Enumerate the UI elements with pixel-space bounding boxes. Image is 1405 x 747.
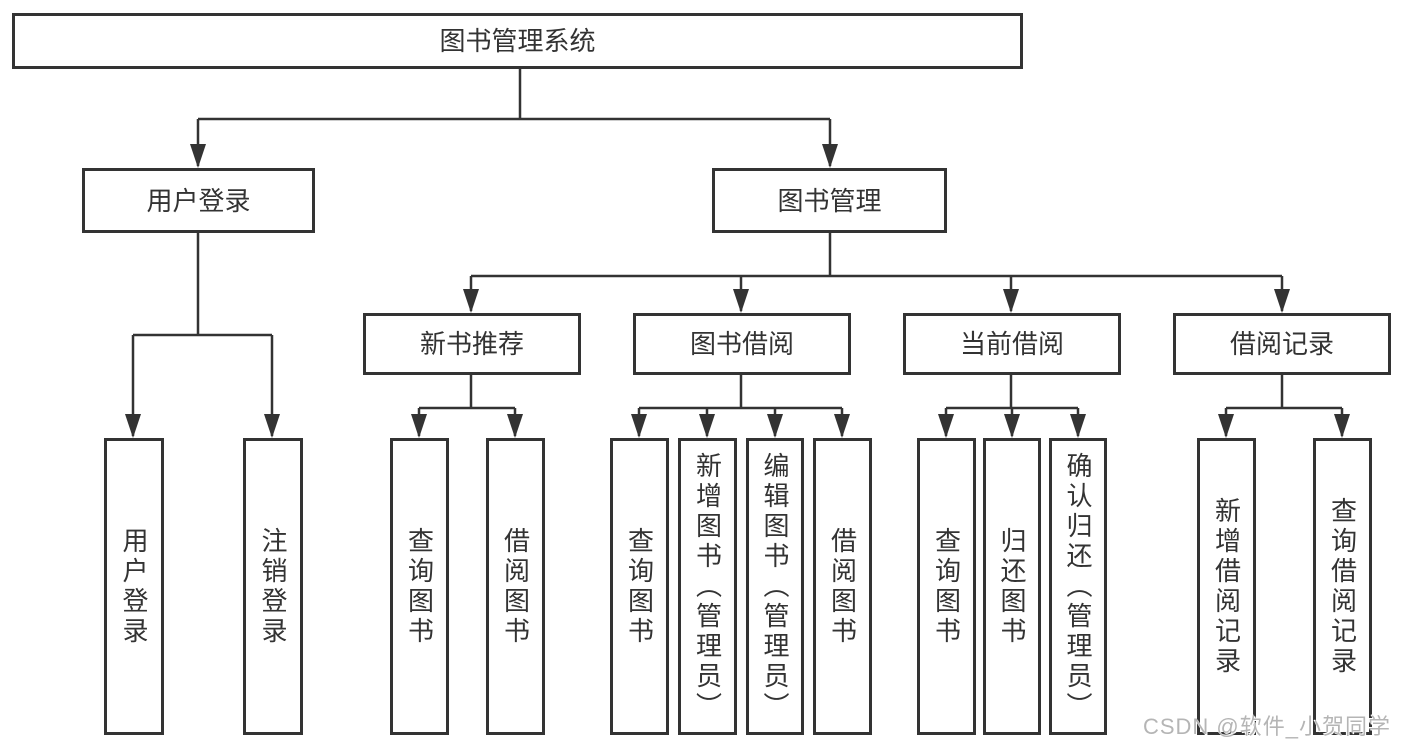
node-query-books-borrow: 查询图书 — [610, 438, 669, 735]
node-confirm-return-admin: 确认归还（管理员） — [1049, 438, 1107, 735]
node-query-books-current: 查询图书 — [917, 438, 976, 735]
node-return-book: 归还图书 — [983, 438, 1041, 735]
node-borrow-books-recommend: 借阅图书 — [486, 438, 545, 735]
node-logout: 注销登录 — [243, 438, 303, 735]
node-user-login-leaf: 用户登录 — [104, 438, 164, 735]
watermark: CSDN @软件_小贺同学 — [1142, 714, 1391, 739]
node-edit-book-admin: 编辑图书（管理员） — [746, 438, 804, 735]
node-current-borrow: 当前借阅 — [903, 313, 1121, 375]
node-add-borrow-record: 新增借阅记录 — [1197, 438, 1256, 735]
node-add-book-admin: 新增图书（管理员） — [678, 438, 737, 735]
node-query-books-recommend: 查询图书 — [390, 438, 449, 735]
node-new-book-recommend: 新书推荐 — [363, 313, 581, 375]
node-user-login: 用户登录 — [82, 168, 315, 233]
node-library-system: 图书管理系统 — [12, 13, 1023, 69]
node-book-borrow: 图书借阅 — [633, 313, 851, 375]
node-book-management: 图书管理 — [712, 168, 947, 233]
node-borrow-books-leaf: 借阅图书 — [813, 438, 872, 735]
node-query-borrow-record: 查询借阅记录 — [1313, 438, 1372, 735]
node-borrow-records: 借阅记录 — [1173, 313, 1391, 375]
